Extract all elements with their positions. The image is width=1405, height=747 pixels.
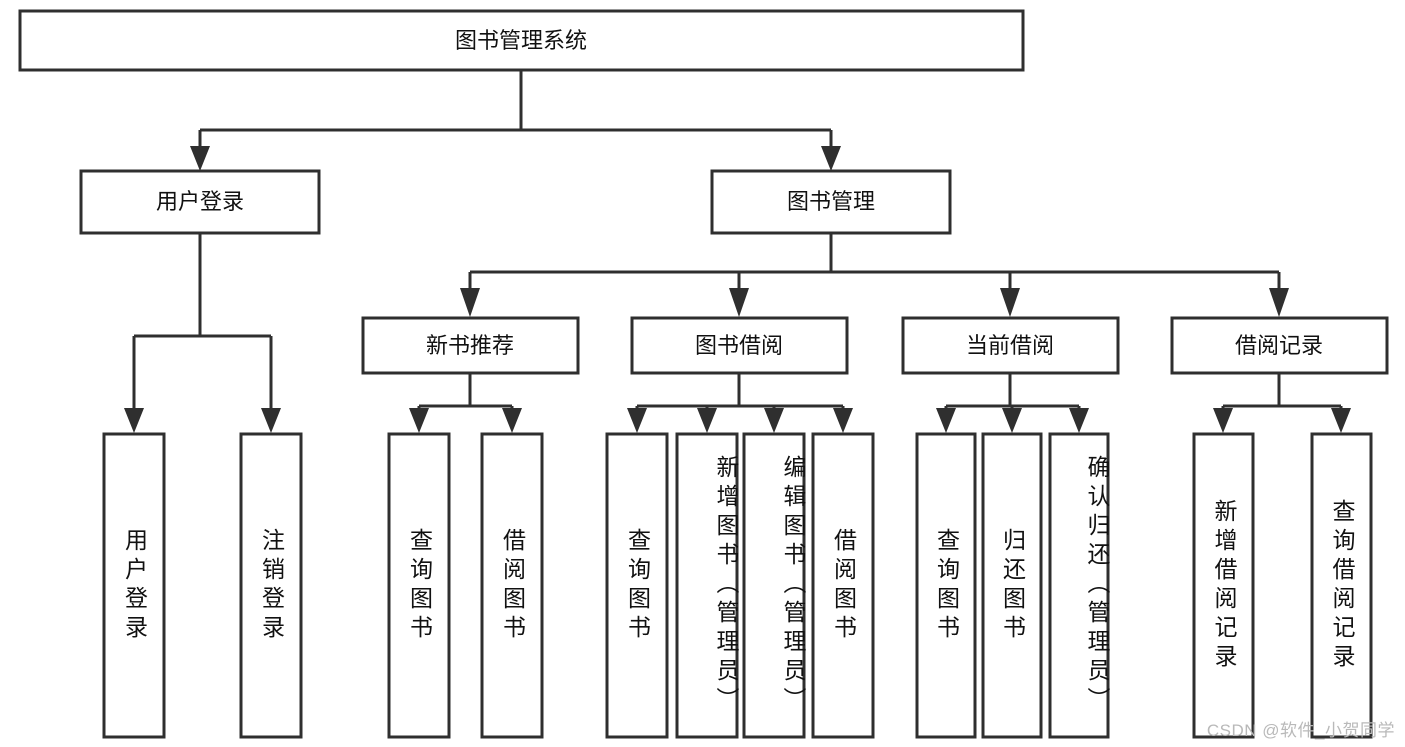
leaf-add-borrow-record-box[interactable] <box>1192 432 1255 739</box>
leaf-borrow-book-1[interactable] <box>480 432 544 739</box>
arrowhead-leaf-borrow-book-2 <box>833 408 853 433</box>
node-current-borrow-label: 当前借阅 <box>966 333 1054 358</box>
node-borrow-record[interactable]: 借阅记录 <box>1170 316 1389 375</box>
arrowhead-leaf-query-book-3 <box>936 408 956 433</box>
csdn-watermark: CSDN @软件_小贺同学 <box>1206 721 1395 740</box>
connector-layer <box>124 70 1351 433</box>
leaf-borrow-book-2-box[interactable] <box>811 432 875 739</box>
connector-root-trunk <box>198 70 833 152</box>
node-user-login-label: 用户登录 <box>156 189 244 214</box>
arrowhead-to-new-book-recommend <box>460 288 480 317</box>
node-new-book-recommend-label: 新书推荐 <box>426 333 514 358</box>
node-current-borrow[interactable]: 当前借阅 <box>901 316 1120 375</box>
node-book-management-label: 图书管理 <box>787 189 875 214</box>
leaf-add-book[interactable] <box>675 432 739 739</box>
node-book-borrow[interactable]: 图书借阅 <box>630 316 849 375</box>
leaf-add-book-box[interactable] <box>675 432 739 739</box>
node-user-login[interactable]: 用户登录 <box>79 169 321 235</box>
arrowhead-leaf-query-book-2 <box>627 408 647 433</box>
arrowhead-leaf-confirm-return <box>1069 408 1089 433</box>
arrowhead-leaf-borrow-book-1 <box>502 408 522 433</box>
node-book-management[interactable]: 图书管理 <box>710 169 952 235</box>
arrowhead-leaf-add-book <box>697 408 717 433</box>
arrowhead-leaf-return-book <box>1002 408 1022 433</box>
leaf-user-login-box[interactable] <box>102 432 166 739</box>
arrowhead-to-current-borrow <box>1000 288 1020 317</box>
node-new-book-recommend[interactable]: 新书推荐 <box>361 316 580 375</box>
leaf-borrow-book-1-box[interactable] <box>480 432 544 739</box>
leaf-query-book-3-box[interactable] <box>915 432 977 739</box>
node-new-book-recommend-box[interactable] <box>361 316 580 375</box>
arrowhead-leaf-query-borrow-record <box>1331 408 1351 433</box>
leaf-query-book-1[interactable] <box>387 432 451 739</box>
leaf-edit-book[interactable] <box>742 432 806 739</box>
arrowhead-leaf-user-login <box>124 408 144 433</box>
arrowhead-leaf-edit-book <box>764 408 784 433</box>
connector-new-book-recommend-branch <box>417 373 514 415</box>
leaf-return-book[interactable] <box>981 432 1043 739</box>
connector-borrow-record-branch <box>1221 373 1343 415</box>
leaf-edit-book-box[interactable] <box>742 432 806 739</box>
node-book-borrow-box[interactable] <box>630 316 849 375</box>
leaf-confirm-return[interactable] <box>1048 432 1110 739</box>
node-root-box[interactable] <box>18 9 1025 72</box>
arrowhead-leaf-logout <box>261 408 281 433</box>
leaf-query-book-1-box[interactable] <box>387 432 451 739</box>
arrowhead-to-book-borrow <box>729 288 749 317</box>
node-book-management-box[interactable] <box>710 169 952 235</box>
node-borrow-record-label: 借阅记录 <box>1235 333 1323 358</box>
leaf-logout[interactable] <box>239 432 303 739</box>
leaf-query-book-3[interactable] <box>915 432 977 739</box>
leaf-query-borrow-record[interactable] <box>1310 432 1373 739</box>
connector-book-management-branch <box>468 233 1281 292</box>
leaf-user-login[interactable] <box>102 432 166 739</box>
node-root-book-management-system[interactable]: 图书管理系统 <box>18 9 1025 72</box>
leaf-query-borrow-record-box[interactable] <box>1310 432 1373 739</box>
arrowhead-to-borrow-record <box>1269 288 1289 317</box>
connector-book-borrow-branch <box>635 373 845 415</box>
node-user-login-box[interactable] <box>79 169 321 235</box>
arrowhead-leaf-add-borrow-record <box>1213 408 1233 433</box>
leaf-confirm-return-box[interactable] <box>1048 432 1110 739</box>
leaf-return-book-box[interactable] <box>981 432 1043 739</box>
leaf-query-book-2-box[interactable] <box>605 432 669 739</box>
node-root-label: 图书管理系统 <box>455 28 587 53</box>
node-book-borrow-label: 图书借阅 <box>695 333 783 358</box>
leaf-add-borrow-record[interactable] <box>1192 432 1255 739</box>
connector-user-login-branch <box>132 233 273 415</box>
node-current-borrow-box[interactable] <box>901 316 1120 375</box>
leaf-borrow-book-2[interactable] <box>811 432 875 739</box>
node-borrow-record-box[interactable] <box>1170 316 1389 375</box>
leaf-logout-box[interactable] <box>239 432 303 739</box>
arrowhead-leaf-query-book-1 <box>409 408 429 433</box>
leaf-query-book-2[interactable] <box>605 432 669 739</box>
arrowhead-to-book-management <box>821 146 841 171</box>
arrowhead-to-user-login <box>190 146 210 171</box>
